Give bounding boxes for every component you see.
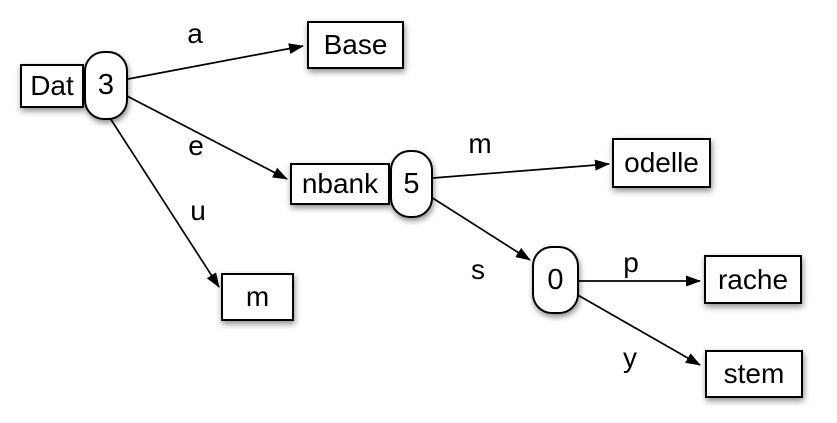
node-rache: rache — [704, 255, 802, 304]
edge-label-u: u — [190, 195, 206, 226]
node-stem: stem — [705, 350, 803, 398]
edge-3-nbank — [126, 95, 288, 180]
node-m: m — [221, 273, 294, 321]
edge-3-m — [109, 117, 220, 288]
edge-3-base — [127, 43, 304, 80]
edge-label-p: p — [623, 247, 639, 278]
node-3: 3 — [84, 51, 128, 120]
edge-label-s: s — [471, 254, 485, 285]
node-odelle: odelle — [612, 138, 711, 188]
node-dat: Dat — [20, 64, 84, 108]
edge-label-e: e — [188, 130, 204, 161]
edge-5-0 — [430, 196, 531, 261]
node-0: 0 — [532, 246, 579, 314]
edge-5-odelle — [432, 159, 610, 179]
node-nbank: nbank — [290, 163, 390, 205]
edge-label-m: m — [468, 128, 492, 159]
edge-0-stem — [575, 293, 701, 366]
edge-label-a: a — [187, 18, 203, 49]
node-5: 5 — [390, 150, 433, 218]
node-base: Base — [307, 21, 404, 69]
edge-label-y: y — [623, 342, 637, 373]
